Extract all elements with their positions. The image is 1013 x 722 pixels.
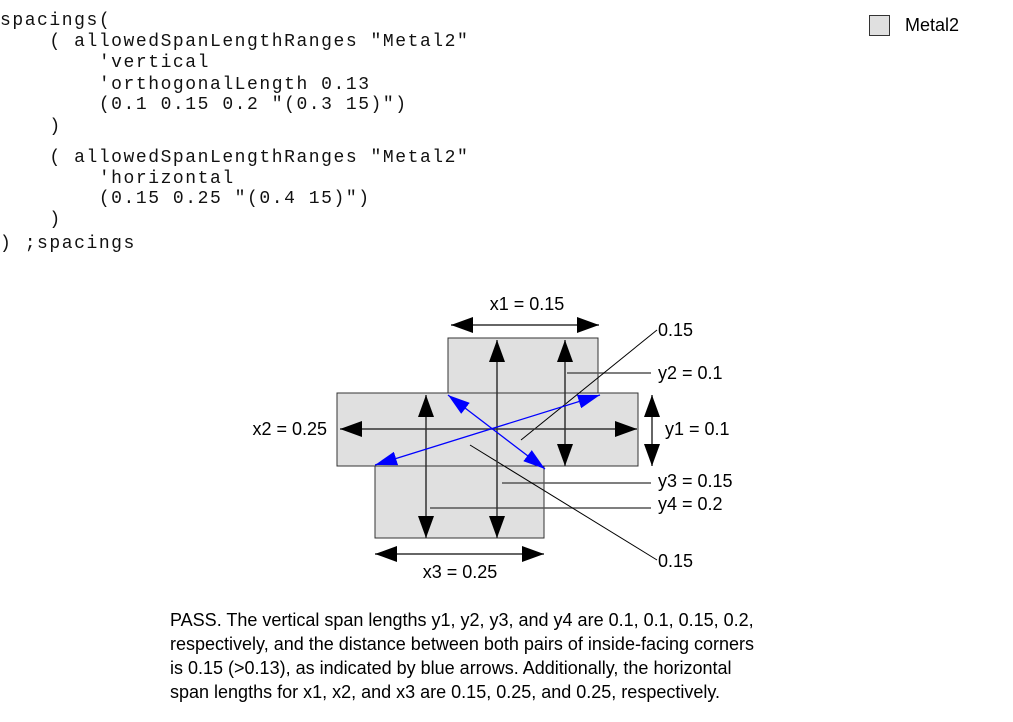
legend: Metal2 (869, 15, 959, 36)
code-line: ( allowedSpanLengthRanges "Metal2" (0, 148, 470, 168)
code-line: ) (0, 117, 62, 137)
leader-lines (430, 372, 651, 509)
code-line: spacings( (0, 11, 112, 31)
x1-label: x1 = 0.15 (490, 294, 565, 314)
y3-label: y3 = 0.15 (658, 471, 733, 491)
code-line: (0.15 0.25 "(0.4 15)") (0, 189, 371, 209)
y1-label: y1 = 0.1 (665, 419, 730, 439)
code-line: ) (0, 210, 62, 230)
metal2-swatch (869, 15, 890, 36)
description-line: respectively, and the distance between b… (170, 634, 754, 654)
description-line: PASS. The vertical span lengths y1, y2, … (170, 610, 754, 630)
corner-distance-label-bottom: 0.15 (658, 551, 693, 571)
code-line: 'orthogonalLength 0.13 (0, 75, 371, 95)
description-line: span lengths for x1, x2, and x3 are 0.15… (170, 682, 721, 702)
result-description: PASS. The vertical span lengths y1, y2, … (170, 608, 870, 704)
corner-distance-arrow-2 (374, 394, 601, 466)
legend-label: Metal2 (905, 15, 960, 35)
bottom-rect (374, 465, 545, 539)
x3-label: x3 = 0.25 (423, 562, 498, 582)
top-rect (447, 337, 599, 394)
code-line: (0.1 0.15 0.2 "(0.3 15)") (0, 95, 408, 115)
code-line: 'vertical (0, 53, 210, 73)
description-line: is 0.15 (>0.13), as indicated by blue ar… (170, 658, 732, 678)
code-line: ) ;spacings (0, 234, 136, 254)
corner-distance-label-top: 0.15 (658, 320, 693, 340)
code-line: ( allowedSpanLengthRanges "Metal2" (0, 32, 470, 52)
y4-label: y4 = 0.2 (658, 494, 723, 514)
x2-label: x2 = 0.25 (252, 419, 327, 439)
y2-label: y2 = 0.1 (658, 363, 723, 383)
code-line: 'horizontal (0, 169, 235, 189)
